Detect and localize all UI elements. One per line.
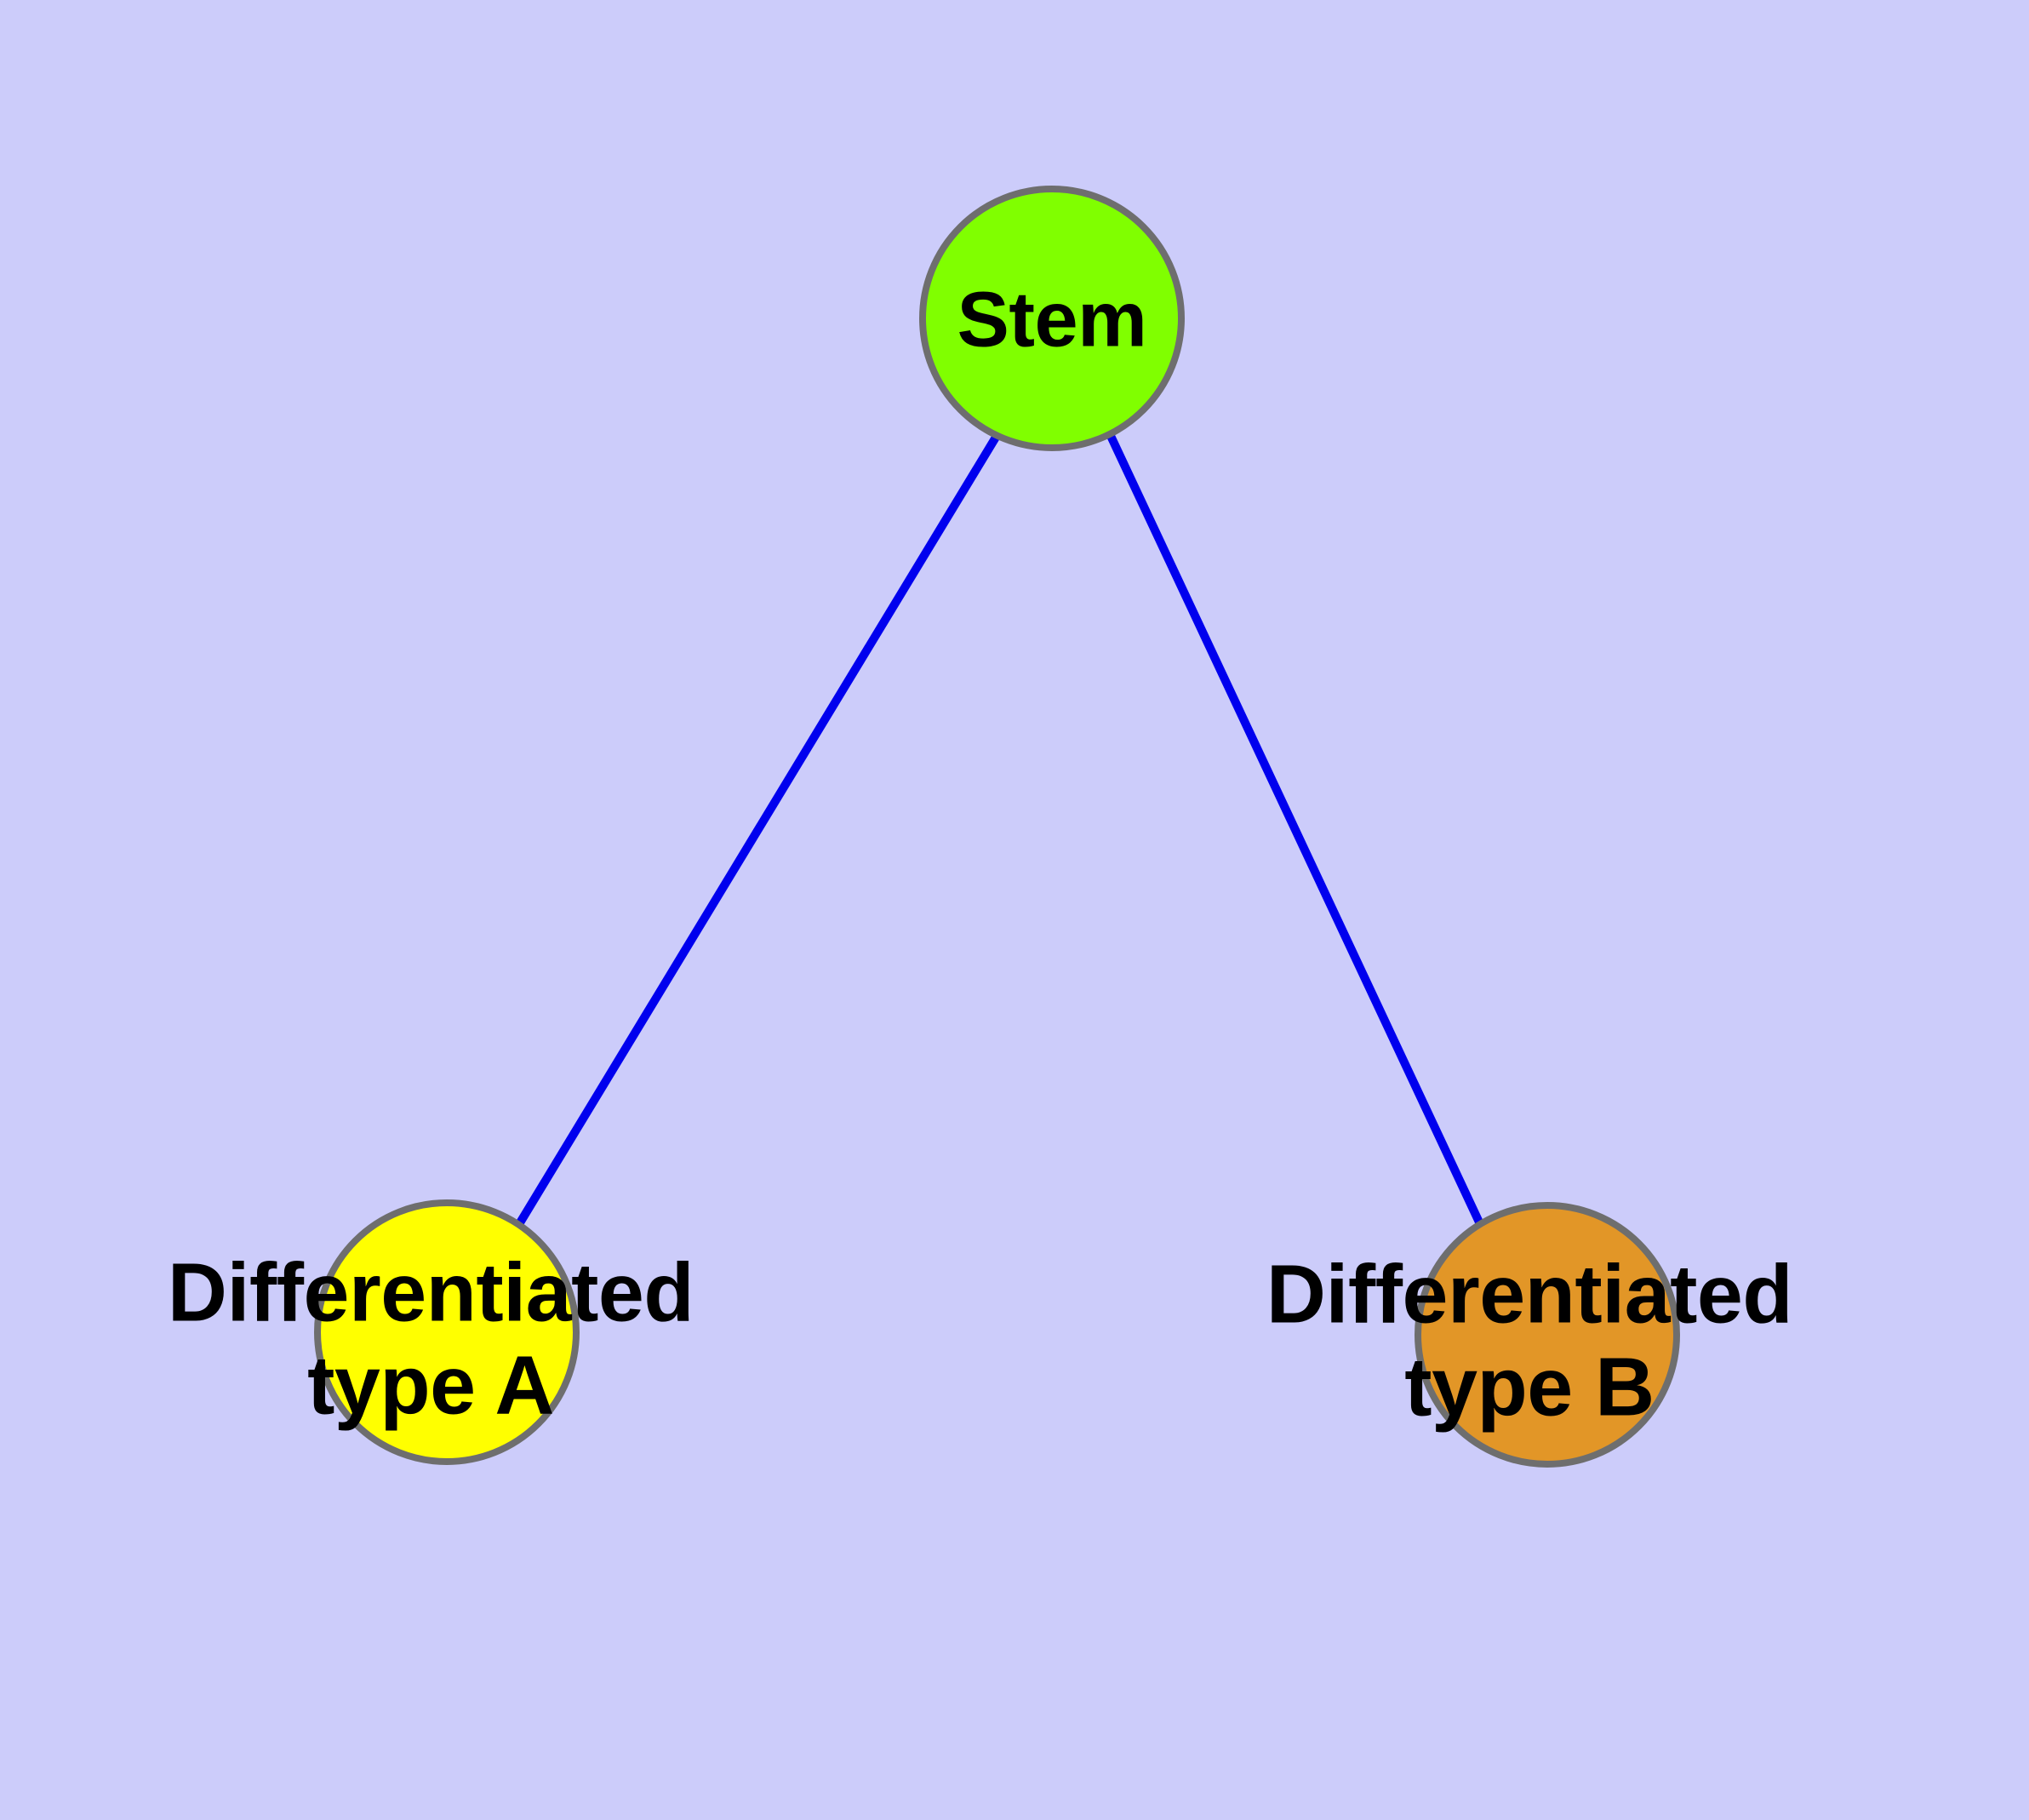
node-stem[interactable] <box>919 186 1185 451</box>
edge-stem-to-diff-b[interactable] <box>1106 433 1485 1228</box>
edge-stem-to-diff-a[interactable] <box>515 433 1001 1227</box>
node-differentiated-type-b[interactable] <box>1415 1202 1680 1468</box>
node-layer <box>314 186 1680 1468</box>
edge-layer <box>515 433 1485 1228</box>
node-differentiated-type-a[interactable] <box>314 1199 580 1465</box>
